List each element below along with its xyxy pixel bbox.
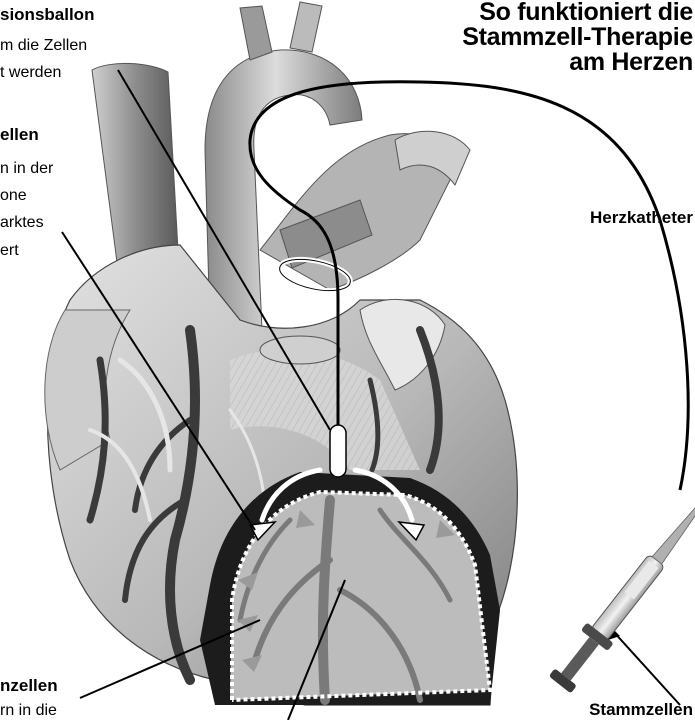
label-stammzellen-left-line-1: rn in die	[0, 700, 57, 722]
label-zellen-line-2: one	[0, 185, 27, 207]
label-herzkatheter: Herzkatheter	[590, 208, 693, 228]
label-zellen-heading: ellen	[0, 125, 39, 145]
label-zellen-line-3: arktes	[0, 212, 44, 234]
label-zellen-line-1: n in der	[0, 158, 53, 180]
balloon	[330, 425, 346, 477]
label-stammzellen-right: Stammzellen	[589, 700, 693, 720]
label-zellen-line-4: ert	[0, 240, 19, 262]
title-line-3: am Herzen	[393, 50, 693, 75]
syringe	[546, 495, 695, 696]
label-ballon-heading: sionsballon	[0, 5, 94, 25]
label-ballon-line-2: t werden	[0, 62, 61, 84]
label-stammzellen-left-heading: nzellen	[0, 676, 58, 696]
label-ballon-line-1: m die Zellen	[0, 35, 87, 57]
vena-cava	[92, 63, 178, 270]
page-title: So funktioniert die Stammzell-Therapie a…	[393, 0, 693, 75]
title-line-2: Stammzell-Therapie	[393, 25, 693, 50]
title-line-1: So funktioniert die	[393, 0, 693, 25]
